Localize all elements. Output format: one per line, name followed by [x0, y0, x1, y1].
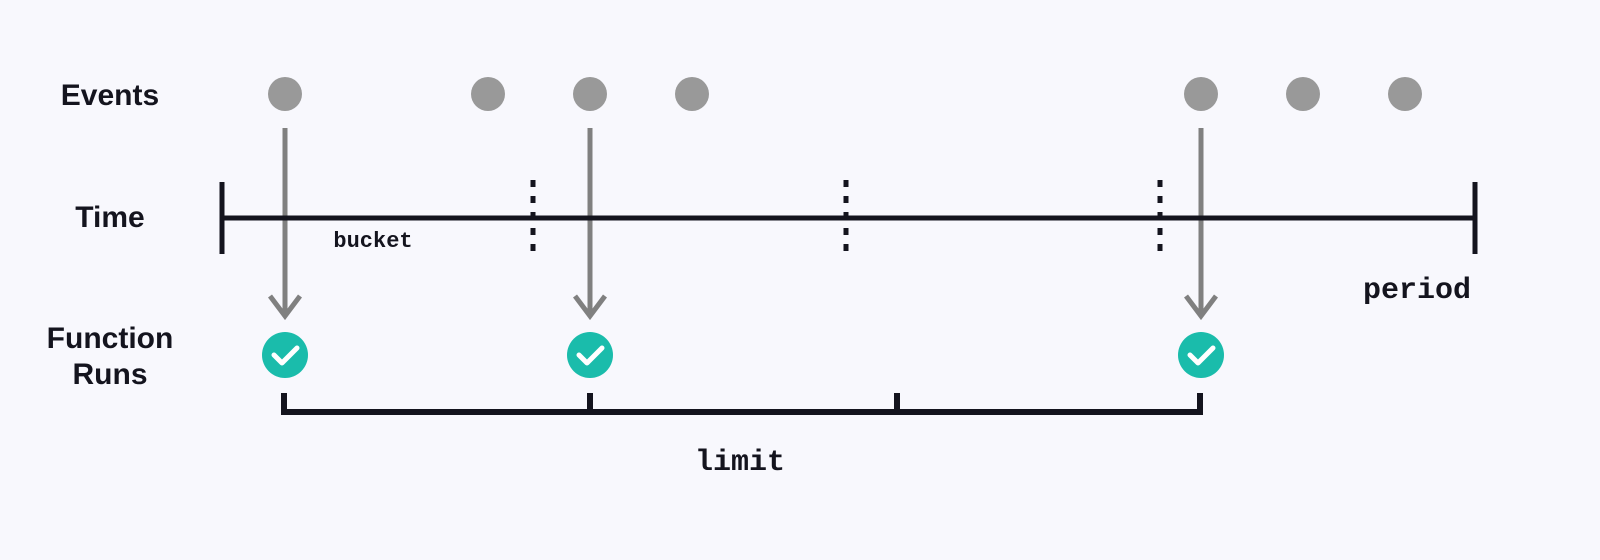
event-to-run-arrow-2	[573, 128, 607, 321]
event-dot-3	[573, 77, 607, 111]
limit-bracket	[281, 393, 1203, 415]
time-row-label: Time	[75, 201, 144, 234]
event-dot-group	[268, 77, 1422, 111]
event-dot-7	[1388, 77, 1422, 111]
check-icon	[1187, 345, 1216, 366]
function-run-group	[262, 332, 1224, 378]
bucket-label: bucket	[333, 229, 412, 254]
event-to-run-arrow-1	[268, 128, 302, 321]
event-dot-2	[471, 77, 505, 111]
check-icon	[271, 345, 300, 366]
event-dot-6	[1286, 77, 1320, 111]
period-label: period	[1363, 274, 1471, 308]
function-runs-row-label-line1: Function	[47, 322, 174, 355]
function-runs-row-label-line2: Runs	[73, 358, 148, 391]
event-dot-1	[268, 77, 302, 111]
event-to-run-arrow-group	[268, 128, 1218, 321]
event-to-run-arrow-3	[1184, 128, 1218, 321]
function-run-success-1	[262, 332, 308, 378]
event-dot-5	[1184, 77, 1218, 111]
function-run-success-2	[567, 332, 613, 378]
function-run-success-3	[1178, 332, 1224, 378]
check-icon	[576, 345, 605, 366]
events-row-label: Events	[61, 79, 159, 112]
bucket-divider-group	[530, 180, 1163, 254]
limit-label: limit	[695, 446, 785, 480]
event-dot-4	[675, 77, 709, 111]
